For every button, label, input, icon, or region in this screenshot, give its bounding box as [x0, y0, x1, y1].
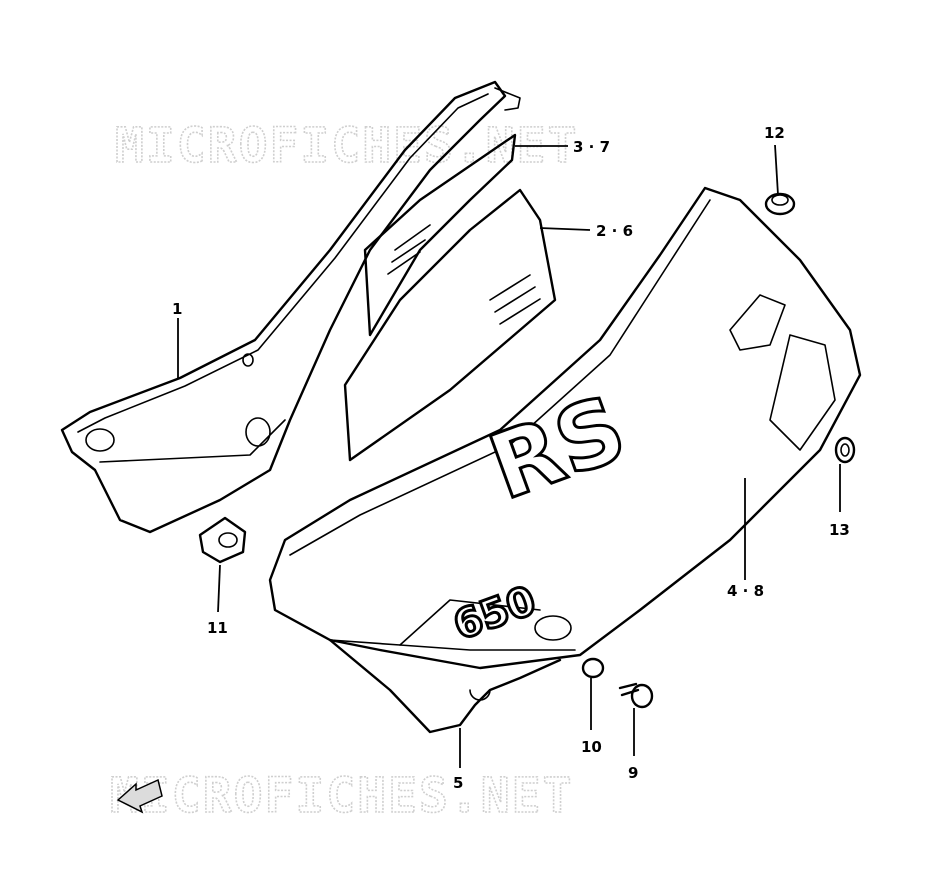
watermark-top: MICROFICHES.NET [115, 118, 578, 174]
callout-12: 12 [764, 124, 785, 142]
part-5-lower-cover [328, 638, 562, 734]
part-11-grommet [198, 516, 247, 564]
part-3-7-emblem-panel [363, 133, 517, 337]
callout-2-6: 2 · 6 [596, 222, 633, 240]
part-9-screw [618, 682, 654, 709]
callout-1: 1 [172, 300, 182, 318]
part-4-8-side-cover: RS 650 [268, 186, 862, 670]
front-arrow-icon [116, 778, 163, 814]
part-1-frame-cover [60, 80, 521, 534]
callout-4-8: 4 · 8 [727, 582, 764, 600]
callout-10: 10 [581, 738, 602, 756]
callout-9: 9 [628, 764, 638, 782]
part-2-6-inner-panel [343, 188, 557, 462]
callout-3-7: 3 · 7 [573, 138, 610, 156]
decal-displacement-text: 650 [448, 578, 542, 650]
part-12-grommet [764, 192, 796, 216]
part-13-grommet [834, 436, 856, 464]
part-10-washer [581, 657, 605, 679]
callout-11: 11 [207, 619, 228, 637]
decal-model-text: RS [477, 376, 639, 521]
watermark-bottom: MICROFICHES.NET [110, 768, 573, 824]
leader-lines [177, 144, 841, 768]
callout-5: 5 [453, 774, 463, 792]
callout-13: 13 [829, 521, 850, 539]
